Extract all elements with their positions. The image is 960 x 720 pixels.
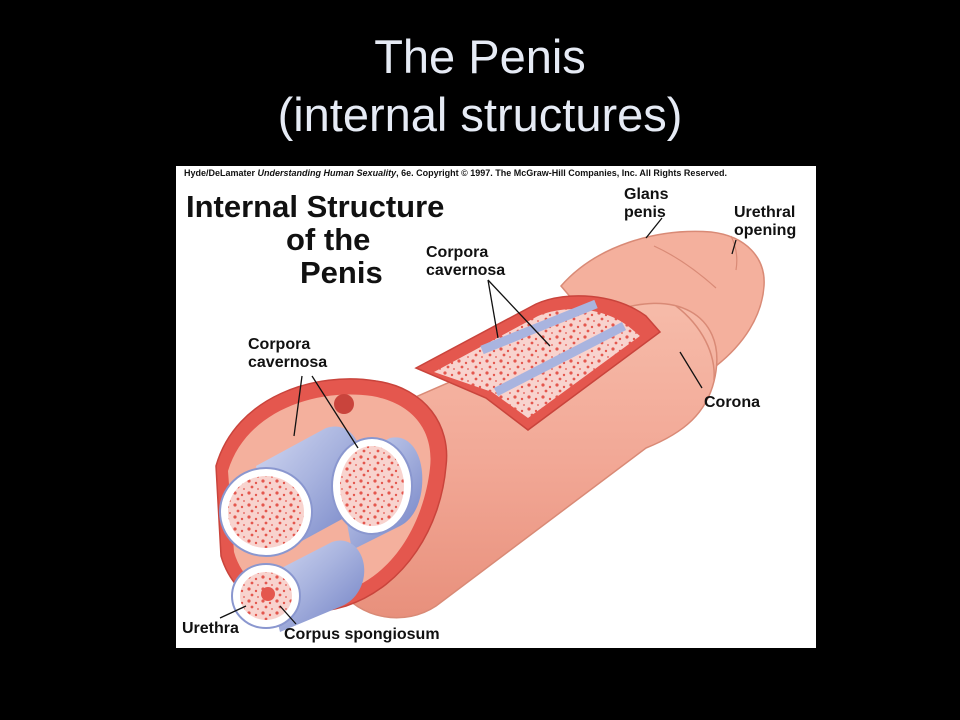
- anatomy-figure: Hyde/DeLamater Understanding Human Sexua…: [176, 166, 816, 648]
- copyright-credit: Hyde/DeLamater Understanding Human Sexua…: [184, 168, 727, 178]
- spongiosum-tube: [231, 540, 365, 632]
- label-urethral-line2: opening: [734, 222, 797, 239]
- left-cavernosum-tube: [219, 426, 364, 557]
- label-corona: Corona: [704, 394, 760, 411]
- label-urethral-opening: Urethral opening: [734, 204, 796, 240]
- figure-heading-line2: of the: [286, 222, 371, 257]
- label-corpus-spongiosum: Corpus spongiosum: [284, 626, 440, 643]
- label-glans-line2: penis: [624, 204, 666, 221]
- label-cavernosa-left-line1: Corpora: [248, 336, 311, 353]
- label-corpora-cavernosa-left: Corpora cavernosa: [248, 336, 327, 372]
- label-corpora-cavernosa-top: Corpora cavernosa: [426, 244, 505, 280]
- label-glans-line1: Glans: [624, 186, 669, 203]
- figure-heading-line1: Internal Structure: [186, 189, 445, 224]
- leader-lines: [219, 217, 737, 625]
- label-urethra: Urethra: [182, 620, 239, 637]
- label-urethral-line1: Urethral: [734, 204, 796, 221]
- figure-heading: Internal Structure of the Penis: [186, 190, 496, 289]
- label-cavernosa-top-line2: cavernosa: [426, 262, 506, 279]
- label-cavernosa-left-line2: cavernosa: [248, 354, 328, 371]
- figure-heading-line3: Penis: [300, 255, 383, 290]
- slide-title-line1: The Penis: [374, 30, 586, 83]
- label-cavernosa-top-line1: Corpora: [426, 244, 489, 261]
- credit-suffix: , 6e. Copyright © 1997. The McGraw-Hill …: [396, 168, 727, 178]
- right-cavernosum-tube: [331, 437, 423, 550]
- label-glans-penis: Glans penis: [624, 186, 668, 222]
- slide-title-line2: (internal structures): [277, 88, 683, 141]
- credit-prefix: Hyde/DeLamater: [184, 168, 256, 178]
- slide-title: The Penis (internal structures): [0, 28, 960, 144]
- credit-book-title: Understanding Human Sexuality: [257, 168, 397, 178]
- penis-illustration: [215, 217, 765, 632]
- cutaway-window: [414, 295, 662, 431]
